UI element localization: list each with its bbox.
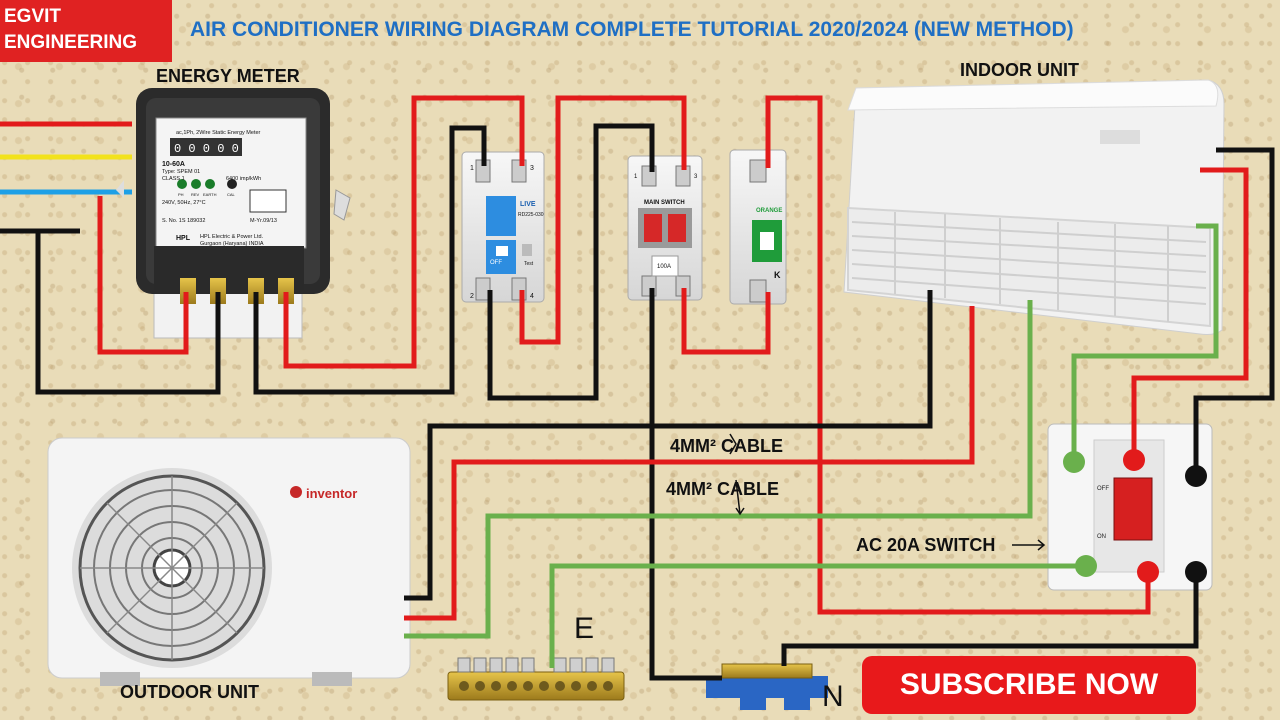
wire-rccb-red: [519, 95, 687, 345]
outdoor-unit-label: OUTDOOR UNIT: [120, 682, 259, 702]
main-switch-label: MAIN SWITCH: [644, 200, 685, 206]
wire-indoor-black-outdoor: [404, 290, 933, 601]
wire-switch-red-indoor: [1131, 167, 1249, 460]
cable-label-2: 4MM² CABLE: [666, 479, 779, 499]
meter-city: Gurgaon (Haryana) INDIA: [200, 241, 264, 247]
rccb-term-4: 4: [530, 293, 534, 300]
rccb-breaker: [461, 151, 545, 303]
indoor-unit: [843, 79, 1225, 335]
meter-serial: S. No. 1S 189032: [162, 218, 205, 224]
indoor-unit-label: INDOOR UNIT: [960, 60, 1079, 80]
main-switch-isolator: [627, 155, 703, 301]
wire-meter-black-out: [253, 125, 487, 395]
brand-line1: EGVIT: [4, 6, 62, 27]
meter-rating: 10-60A: [162, 161, 185, 168]
mcb-brand: ORANGE: [756, 208, 782, 214]
switch-terminals: [1063, 449, 1207, 583]
meter-imp: 6400 imp/kWh: [226, 176, 261, 182]
mcb-breaker: [729, 149, 787, 305]
rccb-term-3: 3: [530, 165, 534, 172]
cable-arrows: [729, 433, 1046, 551]
outdoor-brand: inventor: [306, 486, 357, 501]
meter-desc: ac,1Ph, 2Wire Static Energy Meter: [176, 130, 261, 136]
brand-badge: EGVIT ENGINEERING: [0, 0, 172, 62]
svg-text:0 0 0 0 0: 0 0 0 0 0: [174, 142, 239, 156]
meter-type: Type: SPEM 01: [162, 169, 200, 175]
energy-meter: 0 0 0 0 0: [116, 88, 351, 339]
meter-logo: HPL: [176, 235, 191, 242]
wire-switch-green-indoor: [1071, 223, 1219, 460]
wire-meter-red-in: [97, 196, 189, 355]
earth-bar: [447, 657, 625, 701]
subscribe-button[interactable]: SUBSCRIBE NOW: [862, 656, 1196, 714]
meter-led-3: EARTH: [203, 192, 217, 197]
brand-line2: ENGINEERING: [4, 32, 138, 53]
wire-meter-red-out: [283, 95, 525, 369]
main-switch-rating: 100A: [657, 264, 671, 270]
earth-label: E: [574, 612, 595, 645]
rccb-term-2: 2: [470, 293, 474, 300]
wire-indoor-red-outdoor: [404, 306, 975, 621]
page-title: AIR CONDITIONER WIRING DIAGRAM COMPLETE …: [190, 18, 1074, 41]
neutral-bar: [706, 663, 828, 710]
meter-led-2: REV: [191, 192, 200, 197]
rccb-term-1: 1: [470, 165, 474, 172]
main-term-3: 3: [694, 174, 698, 180]
wire-switch-black-to-neutral: [781, 572, 1199, 666]
wire-rccb-black: [487, 123, 655, 401]
wire-switch-green-earth: [549, 563, 1084, 668]
meter-led-1: PH: [178, 192, 184, 197]
wire-switch-black-indoor: [1193, 147, 1275, 470]
wire-meter-black-in: [35, 231, 221, 395]
meter-class: CLASS 1: [162, 176, 185, 182]
wire-main-mcb-red: [681, 288, 771, 355]
switch-on-label: ON: [1097, 534, 1106, 540]
rccb-test: Test: [524, 261, 534, 267]
mcb-k: K: [774, 270, 781, 280]
meter-maker: HPL Electric & Power Ltd.: [200, 234, 264, 240]
rccb-brand: LIVE: [520, 201, 536, 208]
main-term-1: 1: [634, 174, 638, 180]
neutral-label: N: [822, 680, 844, 713]
switch-off-label: OFF: [1097, 486, 1109, 492]
meter-led-4: CAL: [227, 192, 236, 197]
cable-label-1: 4MM² CABLE: [670, 436, 783, 456]
wire-neutral-to-bar: [649, 288, 722, 681]
switch-label: AC 20A SWITCH: [856, 535, 996, 555]
wire-mcb-red-out: [765, 95, 1151, 615]
outdoor-unit: [47, 437, 411, 686]
wire-indoor-green-outdoor: [404, 300, 1033, 639]
meter-volt: 240V, 50Hz, 27°C: [162, 200, 206, 206]
rccb-model: RD225-030: [518, 212, 544, 218]
meter-date: M-Yr.09/13: [250, 218, 277, 224]
energy-meter-label: ENERGY METER: [156, 66, 300, 86]
rccb-off: OFF: [490, 260, 502, 266]
